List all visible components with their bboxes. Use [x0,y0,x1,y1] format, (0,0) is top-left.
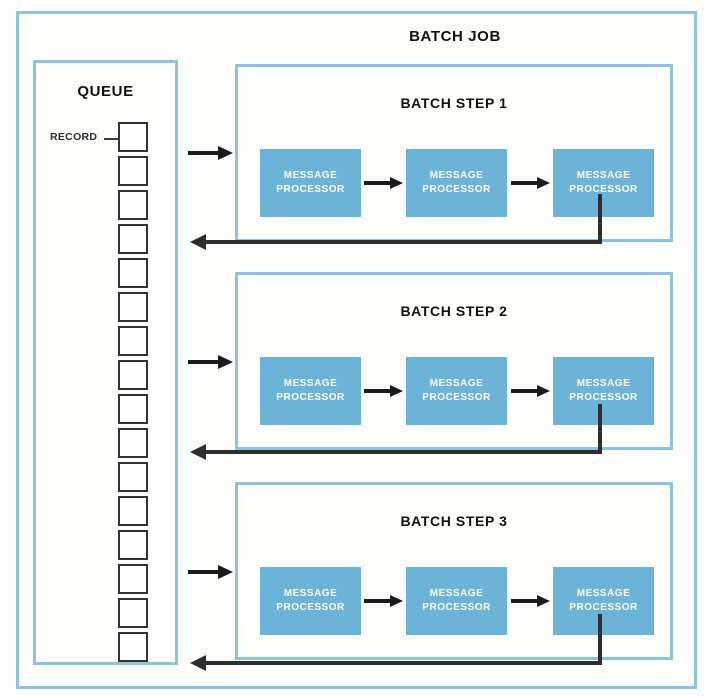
message-processor-1-1[interactable]: MESSAGE PROCESSOR [260,149,361,217]
arrow-head [390,385,403,397]
arrow-shaft [188,360,220,364]
processor-line1: MESSAGE [576,378,631,389]
record-box [118,428,148,458]
message-processor-1-3[interactable]: MESSAGE PROCESSOR [553,149,654,217]
processor-line1: MESSAGE [429,378,484,389]
queue-panel [33,60,178,665]
return-horizontal-segment [204,450,602,454]
batch-step-2-title: BATCH STEP 2 [400,303,508,319]
return-horizontal-segment [204,240,602,244]
arrow-head [218,565,233,579]
message-processor-1-2[interactable]: MESSAGE PROCESSOR [406,149,507,217]
processor-line1: MESSAGE [283,378,338,389]
step-3-to-queue-return-arrow-icon [190,614,602,674]
step-1-to-queue-return-arrow-icon [190,194,602,254]
arrow-head [537,177,550,189]
processor-line2: PROCESSOR [569,602,638,613]
processor-line2: PROCESSOR [276,602,345,613]
processor-line1: MESSAGE [576,170,631,181]
message-processor-2-1[interactable]: MESSAGE PROCESSOR [260,357,361,425]
record-box [118,224,148,254]
arrow-shaft [364,389,392,393]
arrow-head [190,655,206,671]
batch-step-1-title: BATCH STEP 1 [400,95,508,111]
processor-line1: MESSAGE [283,170,338,181]
message-processor-3-1[interactable]: MESSAGE PROCESSOR [260,567,361,635]
processor-line2: PROCESSOR [422,184,491,195]
arrow-head [218,146,233,160]
return-vertical-segment [598,404,602,454]
arrow-head [537,595,550,607]
record-box [118,598,148,628]
processor-line1: MESSAGE [429,170,484,181]
arrow-head [537,385,550,397]
arrow-shaft [364,181,392,185]
return-vertical-segment [598,194,602,244]
arrow-shaft [511,599,539,603]
record-box [118,530,148,560]
flow-arrow-icon-3-1 [362,595,406,607]
arrow-shaft [188,570,220,574]
queue-to-step-1-arrow-icon [188,146,234,160]
processor-line1: MESSAGE [429,588,484,599]
queue-title: QUEUE [77,83,134,100]
message-processor-3-2[interactable]: MESSAGE PROCESSOR [406,567,507,635]
record-stack [118,122,152,666]
arrow-head [190,234,206,250]
arrow-head [390,177,403,189]
batch-job-title: BATCH JOB [409,28,501,45]
processor-line2: PROCESSOR [569,392,638,403]
record-box [118,394,148,424]
record-label: RECORD [50,131,98,143]
flow-arrow-icon-2-1 [362,385,406,397]
batch-step-3-processor-row: MESSAGE PROCESSOR MESSAGE PROCESSOR MESS… [260,567,654,635]
record-box [118,360,148,390]
record-box [118,496,148,526]
record-box [118,462,148,492]
arrow-head [190,444,206,460]
arrow-head [218,355,233,369]
record-box [118,190,148,220]
flow-arrow-icon-1-1 [362,177,406,189]
record-box [118,564,148,594]
batch-step-1: BATCH STEP 1 MESSAGE PROCESSOR MESSAGE P… [235,64,673,242]
processor-line2: PROCESSOR [422,602,491,613]
record-box [118,122,148,152]
record-connector-line [104,138,118,140]
flow-arrow-icon-3-2 [509,595,553,607]
message-processor-2-2[interactable]: MESSAGE PROCESSOR [406,357,507,425]
batch-step-1-processor-row: MESSAGE PROCESSOR MESSAGE PROCESSOR MESS… [260,149,654,217]
arrow-shaft [364,599,392,603]
flow-arrow-icon-2-2 [509,385,553,397]
processor-line1: MESSAGE [576,588,631,599]
processor-line2: PROCESSOR [276,184,345,195]
processor-line2: PROCESSOR [569,184,638,195]
arrow-shaft [511,181,539,185]
message-processor-2-3[interactable]: MESSAGE PROCESSOR [553,357,654,425]
arrow-shaft [511,389,539,393]
queue-to-step-2-arrow-icon [188,355,234,369]
processor-line2: PROCESSOR [276,392,345,403]
batch-step-2-processor-row: MESSAGE PROCESSOR MESSAGE PROCESSOR MESS… [260,357,654,425]
message-processor-3-3[interactable]: MESSAGE PROCESSOR [553,567,654,635]
flow-arrow-icon-1-2 [509,177,553,189]
processor-line2: PROCESSOR [422,392,491,403]
step-2-to-queue-return-arrow-icon [190,404,602,464]
queue-to-step-3-arrow-icon [188,565,234,579]
return-vertical-segment [598,614,602,665]
arrow-shaft [188,151,220,155]
arrow-head [390,595,403,607]
record-box [118,258,148,288]
record-box [118,326,148,356]
record-box [118,292,148,322]
processor-line1: MESSAGE [283,588,338,599]
batch-step-3-title: BATCH STEP 3 [400,513,508,529]
record-box [118,156,148,186]
record-box [118,632,148,662]
return-horizontal-segment [204,661,602,665]
